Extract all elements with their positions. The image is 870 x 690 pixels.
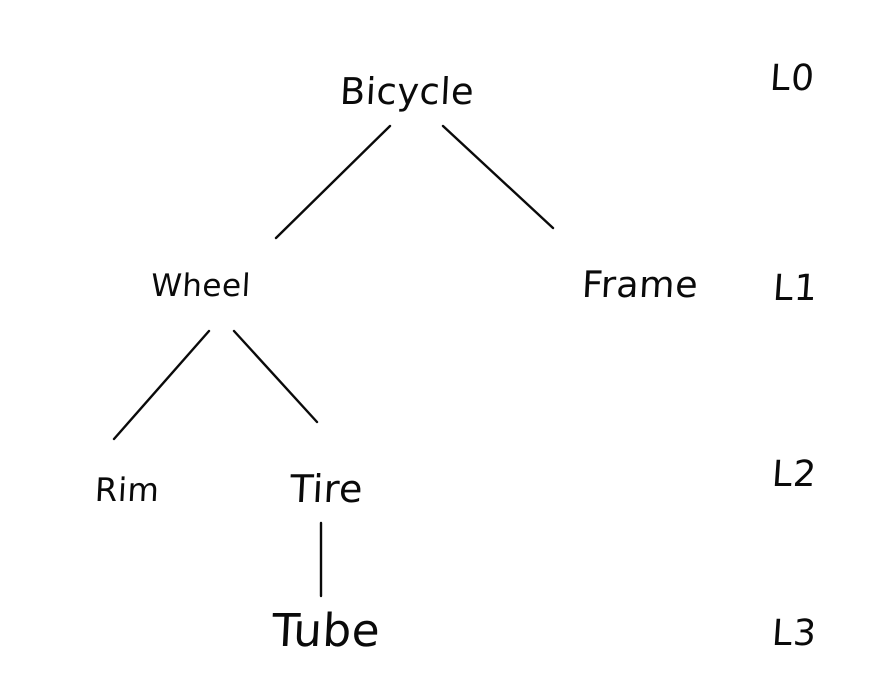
level-label-l1: L1 [771,268,820,310]
edge-wheel-tire [232,329,319,424]
edge-bicycle-wheel [274,124,392,240]
node-tire[interactable]: Tire [288,466,364,511]
node-frame[interactable]: Frame [580,262,700,306]
node-rim[interactable]: Rim [93,471,161,510]
node-bicycle[interactable]: Bicycle [338,69,476,113]
edge-wheel-rim [112,329,211,441]
edge-bicycle-frame [441,124,555,230]
node-tube[interactable]: Tube [270,603,382,657]
node-wheel[interactable]: Wheel [150,268,253,305]
level-label-l3: L3 [770,613,819,655]
level-label-l0: L0 [768,58,817,100]
level-label-l2: L2 [770,454,819,496]
